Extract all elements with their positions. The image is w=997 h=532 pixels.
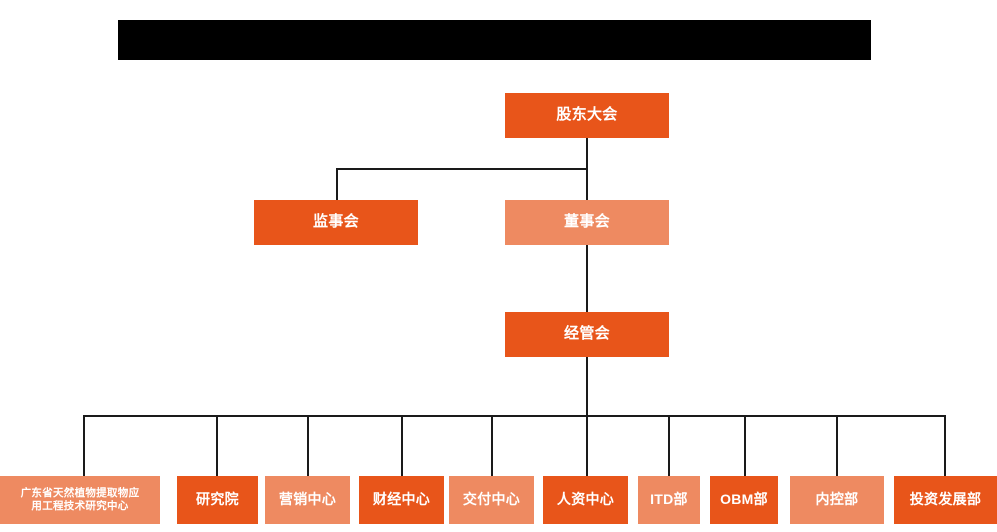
connector-management-down bbox=[586, 357, 588, 416]
node-board-of-directors[interactable]: 董事会 bbox=[505, 200, 669, 245]
connector-drop-itd-department bbox=[668, 415, 670, 476]
connector-to-supervisors bbox=[336, 168, 338, 200]
connector-level2-bus bbox=[336, 168, 588, 170]
node-shareholders-meeting[interactable]: 股东大会 bbox=[505, 93, 669, 138]
connector-drop-marketing-center bbox=[307, 415, 309, 476]
connector-drop-research-institute bbox=[216, 415, 218, 476]
node-itd-department[interactable]: ITD部 bbox=[638, 476, 700, 524]
node-marketing-center[interactable]: 营销中心 bbox=[265, 476, 350, 524]
connector-drop-finance-center bbox=[401, 415, 403, 476]
node-internal-control-department[interactable]: 内控部 bbox=[790, 476, 884, 524]
node-delivery-center[interactable]: 交付中心 bbox=[449, 476, 534, 524]
connector-level4-bus bbox=[83, 415, 945, 417]
connector-drop-internal-control bbox=[836, 415, 838, 476]
connector-shareholders-down bbox=[586, 138, 588, 169]
connector-drop-hr-center bbox=[586, 415, 588, 476]
connector-drop-research-center-gd bbox=[83, 415, 85, 476]
node-research-center-gd[interactable]: 广东省天然植物提取物应 用工程技术研究中心 bbox=[0, 476, 160, 524]
node-investment-development-department[interactable]: 投资发展部 bbox=[894, 476, 997, 524]
connector-directors-to-management bbox=[586, 245, 588, 312]
title-banner bbox=[118, 20, 871, 60]
node-research-center-gd-line2: 用工程技术研究中心 bbox=[31, 500, 129, 512]
node-board-of-supervisors[interactable]: 监事会 bbox=[254, 200, 418, 245]
node-hr-center[interactable]: 人资中心 bbox=[543, 476, 628, 524]
connector-drop-delivery-center bbox=[491, 415, 493, 476]
connector-drop-investment-development bbox=[944, 415, 946, 476]
node-finance-center[interactable]: 财经中心 bbox=[359, 476, 444, 524]
connector-drop-obm-department bbox=[744, 415, 746, 476]
connector-to-directors bbox=[586, 168, 588, 200]
node-management-committee[interactable]: 经管会 bbox=[505, 312, 669, 357]
node-obm-department[interactable]: OBM部 bbox=[710, 476, 778, 524]
node-research-institute[interactable]: 研究院 bbox=[177, 476, 258, 524]
node-research-center-gd-line1: 广东省天然植物提取物应 bbox=[20, 486, 140, 499]
